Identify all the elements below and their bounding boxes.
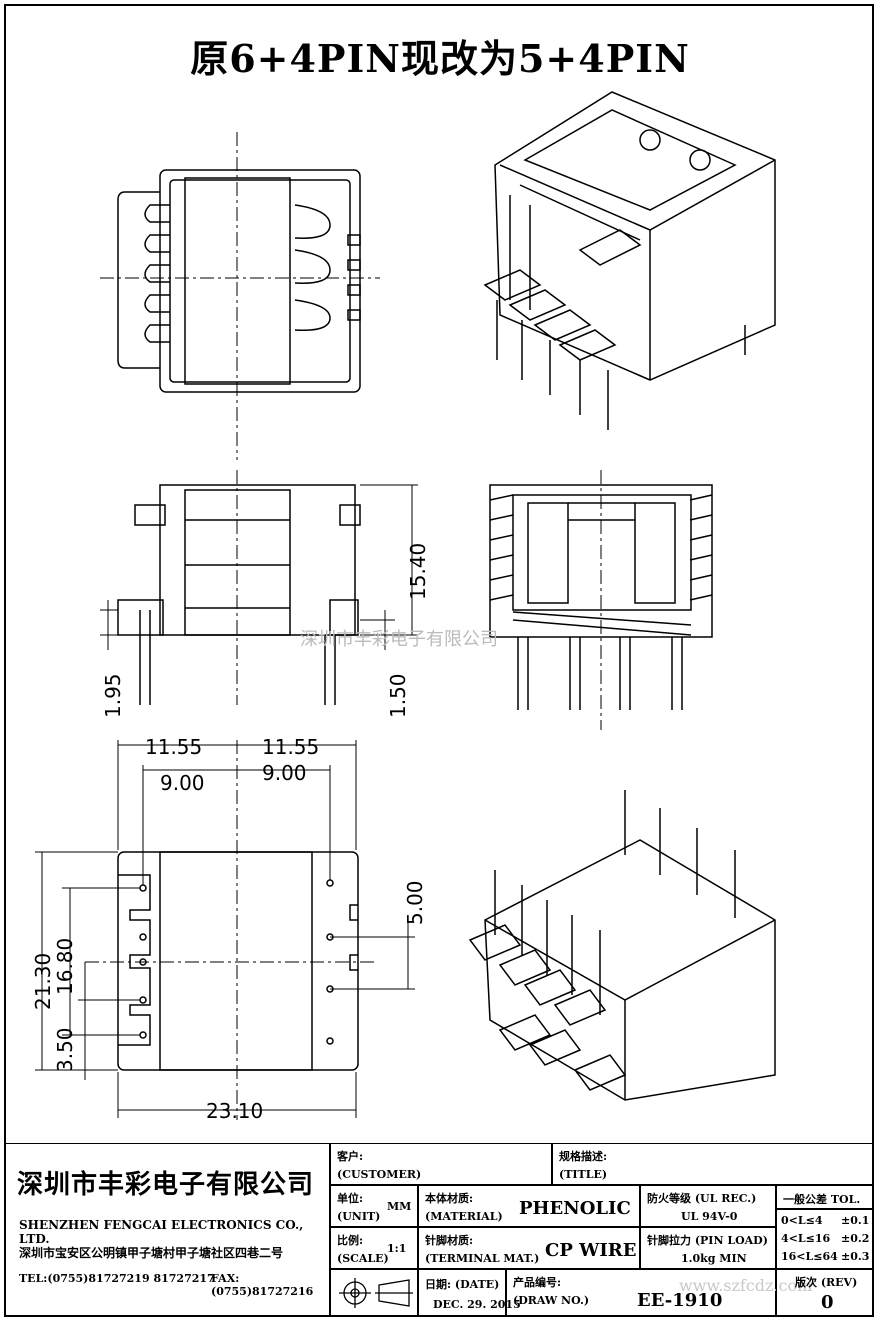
dim-11-55-right: 11.55 xyxy=(262,735,319,759)
pinload-cell: 针脚拉力 (PIN LOAD) 1.0kg MIN xyxy=(640,1227,776,1269)
dim-9-00-right: 9.00 xyxy=(262,761,307,785)
company-address: 深圳市宝安区公明镇甲子塘村甲子塘社区四巷二号 xyxy=(19,1246,284,1260)
company-box: 深圳市丰彩电子有限公司 SHENZHEN FENGCAI ELECTRONICS… xyxy=(4,1143,330,1317)
date-cell: 日期: (DATE) DEC. 29. 2015 xyxy=(418,1269,521,1317)
rev-cell: 版次 (REV) 0 xyxy=(776,1269,874,1317)
tol-header-cell: 一般公差 TOL. xyxy=(776,1185,874,1209)
dim-1-50: 1.50 xyxy=(386,673,410,718)
center-lines xyxy=(85,132,602,1120)
drawing-title: 原6+4PIN现改为5+4PIN xyxy=(190,36,690,81)
tol-table-cell: 0<L≤4 ±0.1 4<L≤16 ±0.2 16<L≤64 ±0.3 xyxy=(776,1209,874,1269)
ul-cell: 防火等级 (UL REC.) UL 94V-0 xyxy=(640,1185,776,1227)
end-view xyxy=(489,484,713,710)
projection-symbol-icon xyxy=(339,1278,413,1308)
dimension-lines xyxy=(35,484,418,1118)
dim-21-30: 21.30 xyxy=(31,953,55,1010)
company-fax: FAX:(0755)81727216 xyxy=(211,1272,314,1298)
dim-15-40: 15.40 xyxy=(406,543,430,600)
company-name-en: SHENZHEN FENGCAI ELECTRONICS CO., LTD. xyxy=(19,1218,304,1246)
terminal-cell: 针脚材质: (TERMINAL MAT.) CP WIRE xyxy=(418,1227,640,1269)
unit-cell: 单位: (UNIT) MM xyxy=(330,1185,418,1227)
customer-cell: 客户: (CUSTOMER) xyxy=(330,1143,552,1185)
drawno-cell: 产品编号: (DRAW NO.) EE-1910 www.szfcdz.com xyxy=(506,1269,812,1317)
dim-3-50: 3.50 xyxy=(53,1027,77,1072)
website-watermark: www.szfcdz.com xyxy=(679,1276,813,1295)
title-cell: 规格描述: (TITLE) xyxy=(552,1143,874,1185)
company-tel: TEL:(0755)81727219 81727217 xyxy=(19,1272,215,1285)
iso-view-top xyxy=(483,91,776,430)
title-block: 深圳市丰彩电子有限公司 SHENZHEN FENGCAI ELECTRONICS… xyxy=(4,1143,874,1317)
dimension-labels: 15.40 1.95 1.50 11.55 11.55 9.00 9.00 5.… xyxy=(31,543,498,1123)
iso-view-bottom xyxy=(468,790,776,1101)
top-view xyxy=(117,169,361,393)
dim-11-55-left: 11.55 xyxy=(145,735,202,759)
side-view xyxy=(117,484,361,705)
dim-5-00: 5.00 xyxy=(403,880,427,925)
scale-cell: 比例: (SCALE) 1:1 xyxy=(330,1227,418,1269)
technical-drawing: 15.40 1.95 1.50 11.55 11.55 9.00 9.00 5.… xyxy=(31,91,776,1123)
dim-1-95: 1.95 xyxy=(101,673,125,718)
projection-symbol-cell xyxy=(330,1269,418,1317)
company-name-cn: 深圳市丰彩电子有限公司 xyxy=(17,1170,315,1200)
dim-23-10: 23.10 xyxy=(206,1099,263,1123)
dim-9-00-left: 9.00 xyxy=(160,771,205,795)
watermark-text: 深圳市丰彩电子有限公司 xyxy=(300,629,498,650)
material-cell: 本体材质: (MATERIAL) PHENOLIC xyxy=(418,1185,640,1227)
bottom-view xyxy=(117,851,359,1071)
dim-16-80: 16.80 xyxy=(53,938,77,995)
